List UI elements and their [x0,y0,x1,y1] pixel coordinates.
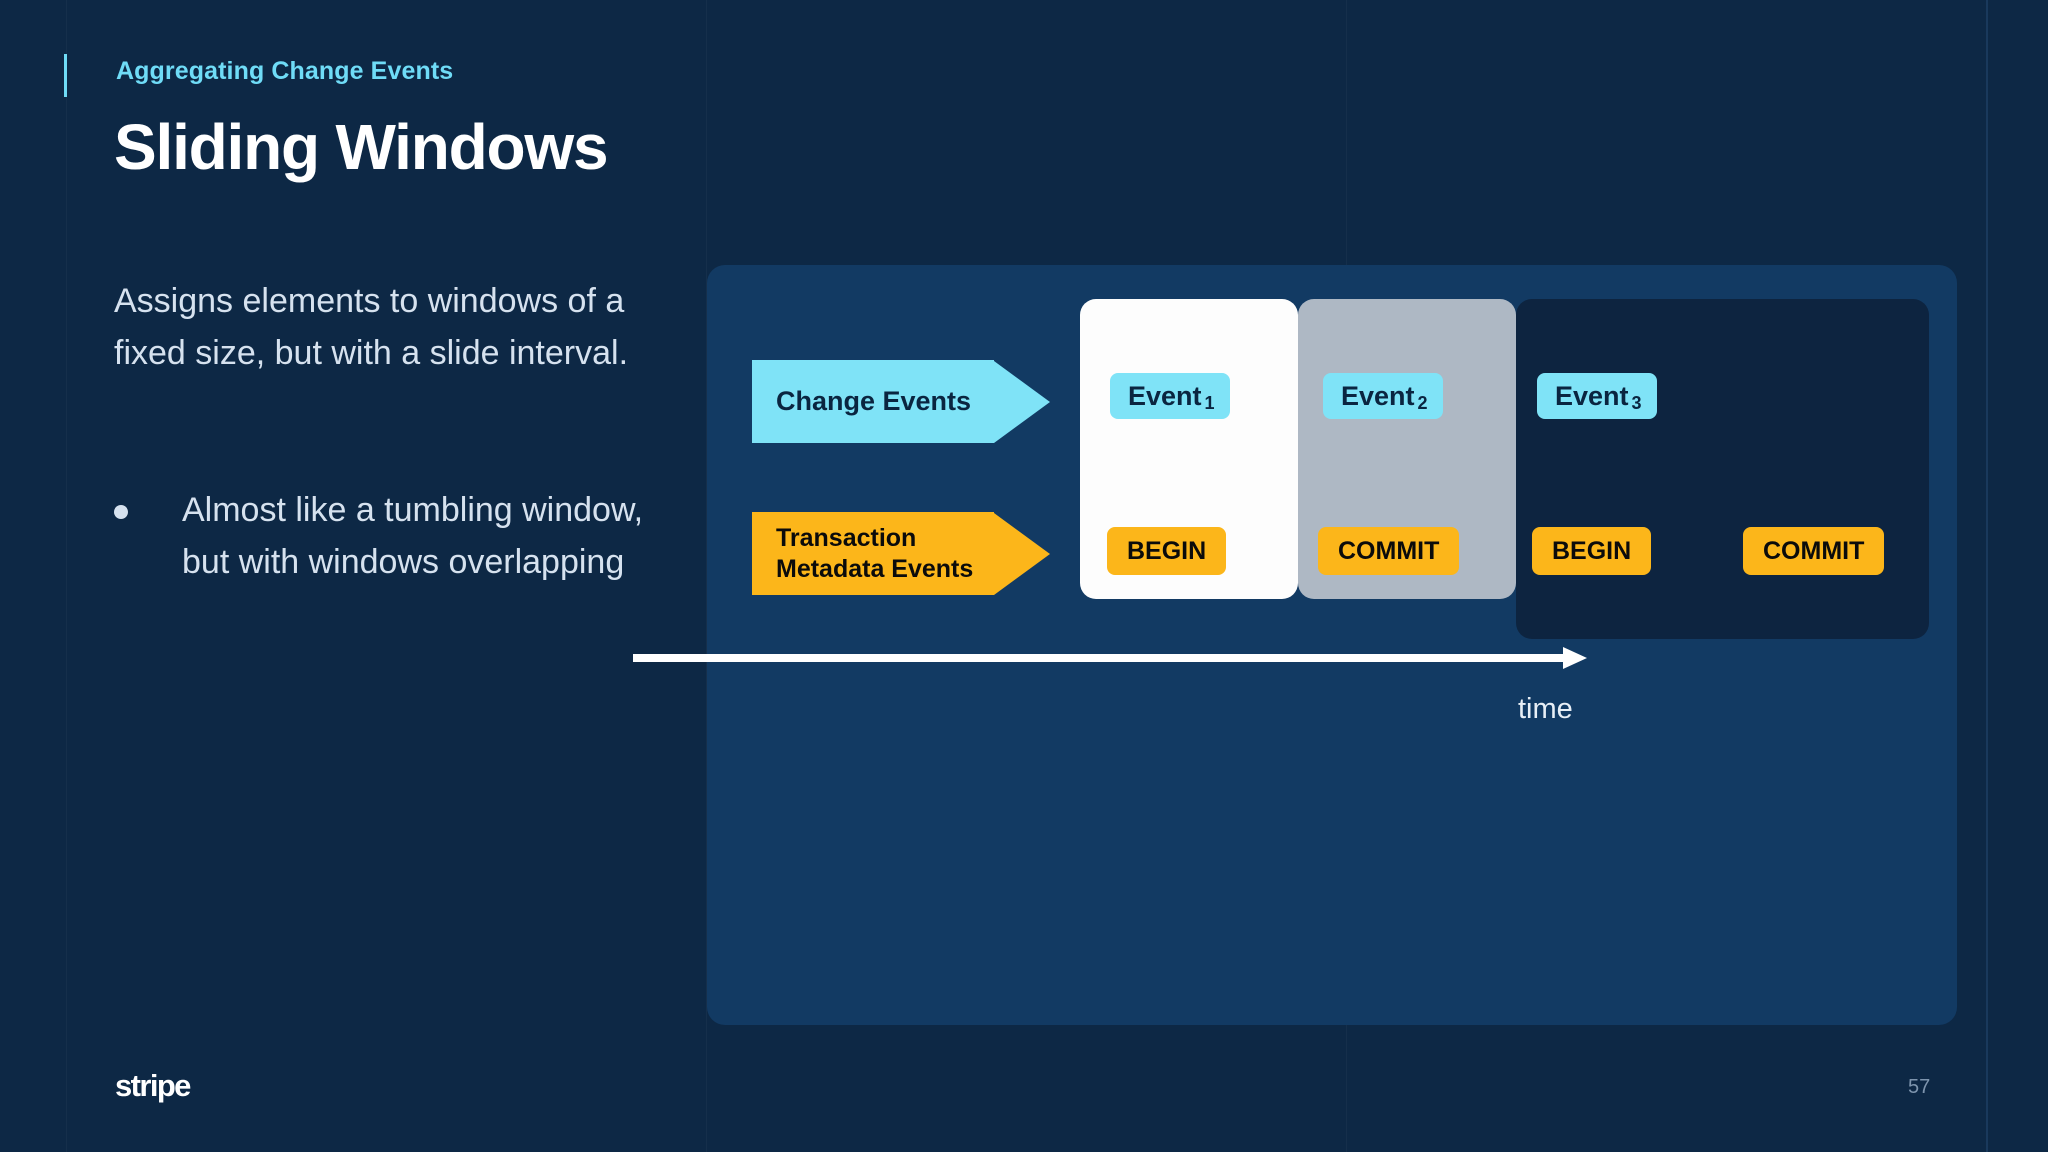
eyebrow-wrap: Aggregating Change Events [64,54,454,97]
time-axis-line [633,654,1571,662]
arrow-head-icon [994,360,1050,443]
body-paragraph: Assigns elements to windows of a fixed s… [114,282,629,372]
metadata-badge: COMMIT [1318,527,1460,575]
metadata-badge: BEGIN [1532,527,1652,575]
slide-left-column: Aggregating Change Events Sliding Window… [0,0,710,1152]
event-badge-label: Event [1341,380,1415,411]
eyebrow-accent-bar [64,54,67,97]
tag-change-events-label: Change Events [776,386,972,416]
sliding-window-panel-3 [1516,299,1929,639]
eyebrow-label: Aggregating Change Events [116,57,454,85]
event-badge-label: Event [1128,380,1202,411]
time-axis-label: time [1518,693,1573,725]
metadata-badge: BEGIN [1107,527,1227,575]
page-title: Sliding Windows [114,111,609,183]
bullet-list: Almost like a tumbling window, but with … [114,485,674,588]
background-grid-line [1986,0,1988,1152]
event-badge-subscript: 1 [1204,392,1215,413]
diagram-card: Change Events Transaction Metadata Event… [633,265,1957,1025]
metadata-badge: COMMIT [1743,527,1885,575]
stripe-logo: stripe [115,1068,191,1103]
bullet-dot-icon [114,505,128,519]
tag-change-events: Change Events [752,360,1050,443]
arrow-head-icon [1563,647,1587,669]
time-axis [633,647,1593,669]
arrow-head-icon [994,512,1050,595]
list-item: Almost like a tumbling window, but with … [114,485,674,588]
tag-change-events-body: Change Events [752,360,994,443]
page-number: 57 [1908,1076,1931,1098]
tag-transaction-metadata-events: Transaction Metadata Events [752,512,1050,595]
tag-transaction-metadata-line2: Metadata Events [776,554,974,583]
tag-transaction-metadata-events-body: Transaction Metadata Events [752,512,994,595]
event-badge-subscript: 2 [1417,392,1428,413]
bullet-text: Almost like a tumbling window, but with … [182,491,644,581]
tag-transaction-metadata-line1: Transaction [776,523,917,552]
event-badge-subscript: 3 [1631,392,1642,413]
event-badge-label: Event [1555,380,1629,411]
